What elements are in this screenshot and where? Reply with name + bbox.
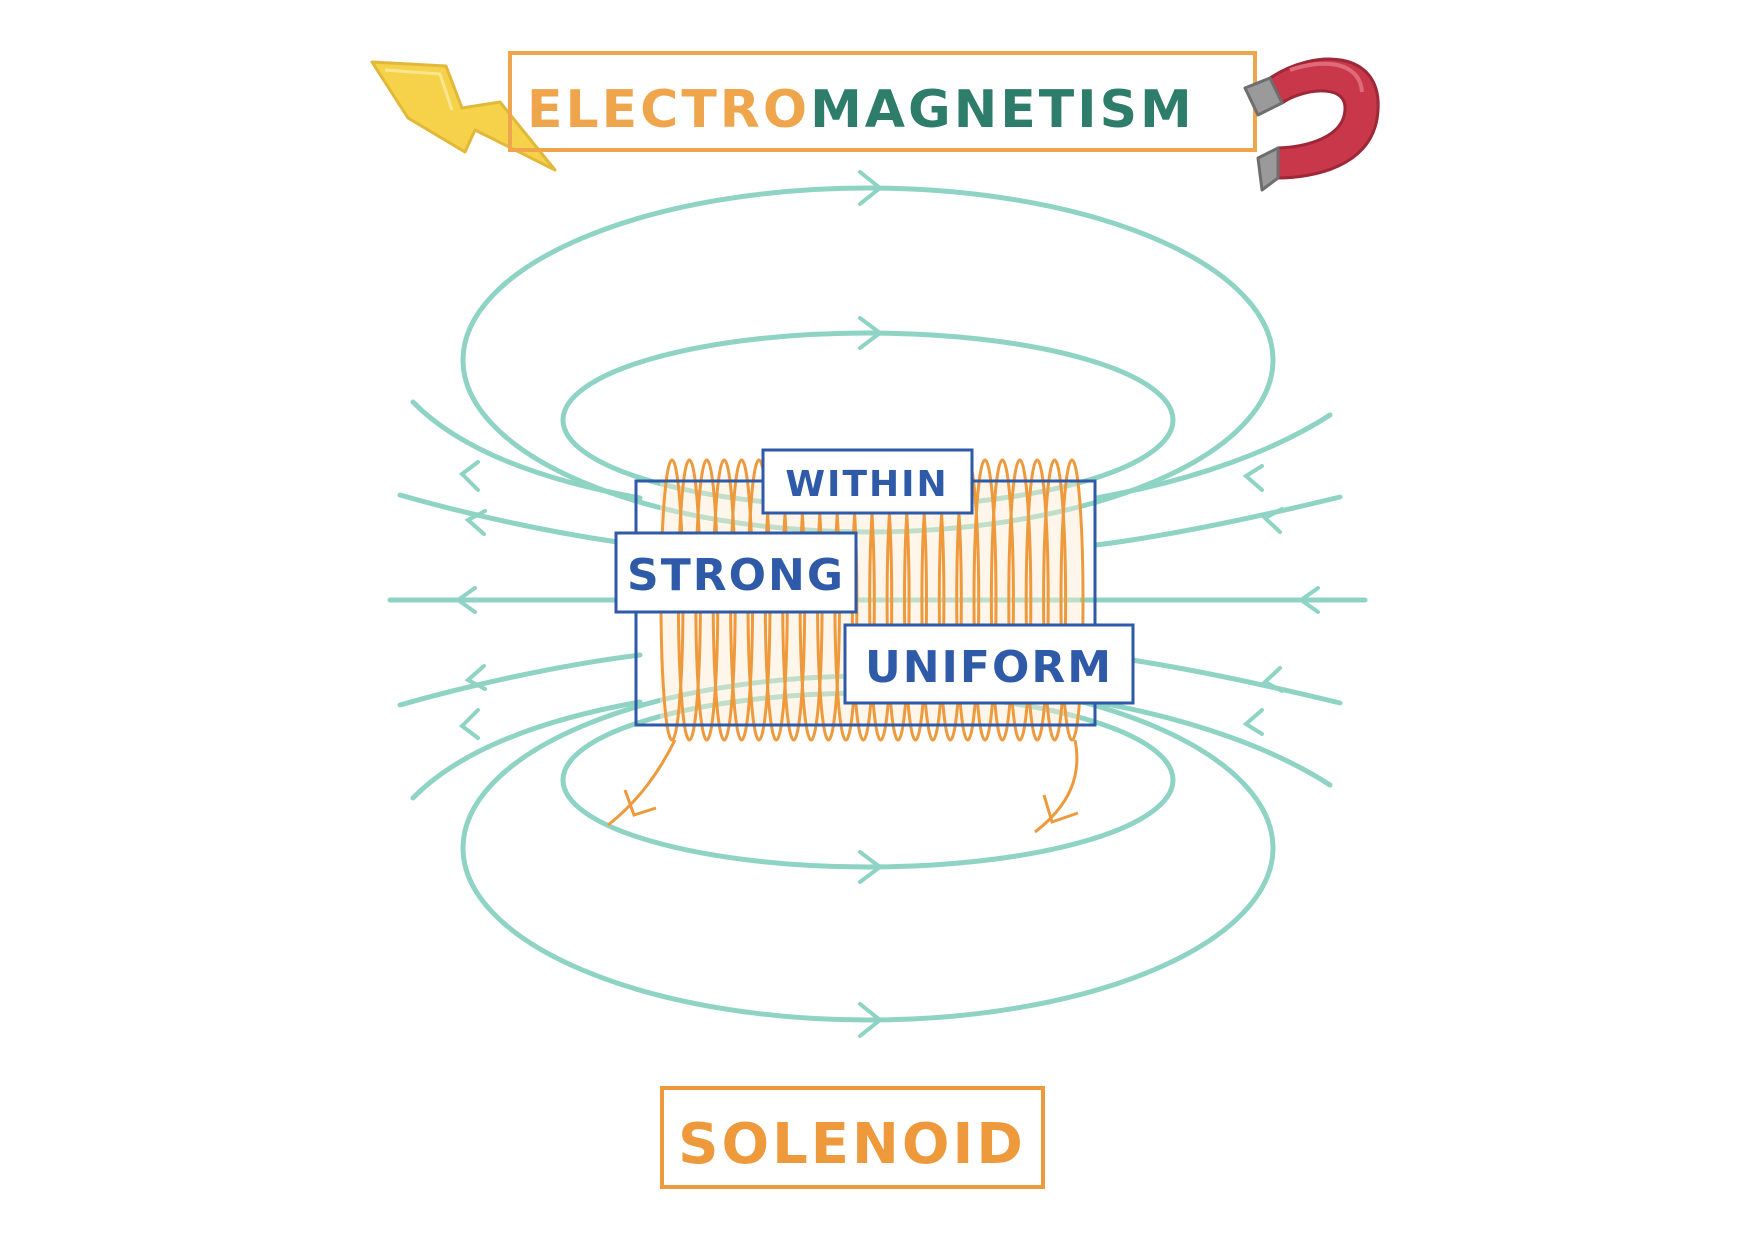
field-line-left-2: [397, 492, 643, 548]
title-part-electro: ELECTRO: [527, 80, 810, 140]
flare-arrows: [458, 460, 1284, 740]
lead-wire-left: [607, 739, 677, 827]
label-within-text: WITHIN: [785, 464, 948, 505]
field-line-right-1: [1093, 412, 1333, 501]
field-line-left-3: [397, 652, 643, 708]
page-title: ELECTROMAGNETISM: [527, 80, 1195, 140]
magnetic-field-lines: [387, 170, 1368, 1038]
loop-arrows: [858, 170, 884, 1038]
title-group: ELECTROMAGNETISM: [370, 51, 1380, 192]
label-strong-text: STRONG: [627, 550, 845, 601]
field-line-right-4: [1093, 699, 1333, 788]
lead-wire-right: [1034, 739, 1079, 834]
coil-turn: [1007, 458, 1033, 742]
coil-turn: [989, 458, 1015, 742]
coil-turn: [1024, 458, 1050, 742]
center-arrows: [454, 586, 1320, 614]
caption-text: SOLENOID: [678, 1112, 1026, 1177]
lead-arrow-right: [1042, 794, 1079, 824]
horseshoe-magnet-icon: [1243, 57, 1380, 192]
coil-turn: [972, 458, 998, 742]
label-within: WITHIN: [761, 448, 974, 515]
caption-group: SOLENOID: [660, 1086, 1045, 1189]
label-strong: STRONG: [614, 531, 858, 614]
coil-turn: [1042, 458, 1068, 742]
caption-box: [660, 1086, 1045, 1189]
field-line-right-2: [1093, 494, 1343, 548]
field-line-left-4: [410, 699, 643, 801]
field-line-left-1: [410, 399, 643, 501]
label-uniform: UNIFORM: [843, 623, 1135, 705]
lead-arrow-left: [623, 789, 657, 817]
label-uniform-text: UNIFORM: [865, 642, 1113, 693]
coil-turn: [1059, 458, 1085, 742]
field-loop-outer-top: [460, 185, 1276, 535]
title-part-magnetism: MAGNETISM: [810, 80, 1195, 140]
